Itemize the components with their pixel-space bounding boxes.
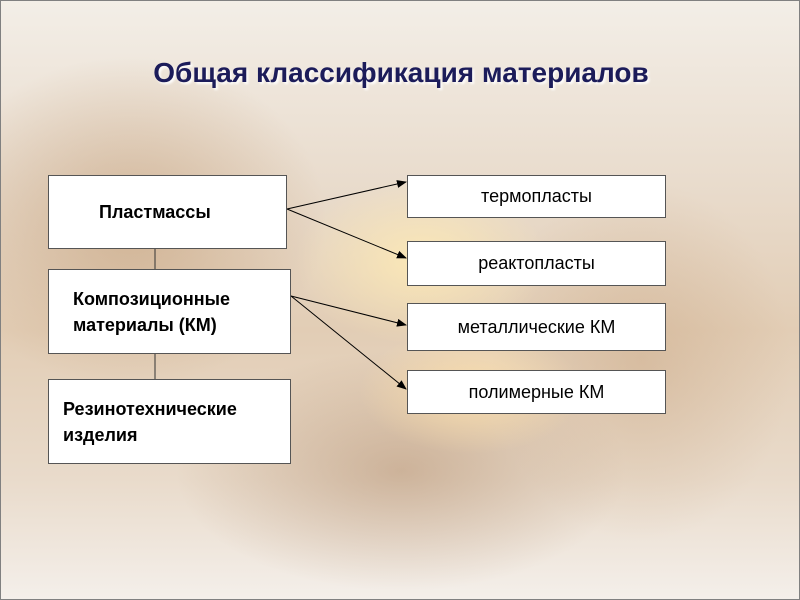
arrow-to-reactoplastics bbox=[286, 208, 407, 259]
category-label-plastics: Пластмассы bbox=[99, 202, 211, 222]
category-box-plastics: Пластмассы bbox=[48, 175, 287, 249]
subtype-box-reactoplastics: реактопласты bbox=[407, 241, 666, 286]
category-box-rubber-products: Резинотехнические изделия bbox=[48, 379, 291, 464]
category-label-rubber-products: Резинотехнические изделия bbox=[63, 398, 237, 445]
subtype-label-reactoplastics: реактопласты bbox=[478, 253, 595, 273]
arrow-to-thermoplastics bbox=[286, 180, 407, 210]
category-label-composites: Композиционные материалы (КМ) bbox=[73, 288, 230, 335]
slide-title: Общая классификация материалов bbox=[153, 57, 649, 88]
subtype-label-polymer-km: полимерные КМ bbox=[468, 381, 605, 402]
subtype-box-polymer-km: полимерные КМ bbox=[407, 370, 666, 414]
subtype-label-metallic-km: металлические КМ bbox=[457, 316, 616, 337]
subtype-box-thermoplastics: термопласты bbox=[407, 175, 666, 218]
arrow-to-metallic-km bbox=[290, 295, 407, 327]
arrow-to-polymer-km bbox=[290, 295, 407, 390]
subtype-box-metallic-km: металлические КМ bbox=[407, 303, 666, 351]
category-box-composites: Композиционные материалы (КМ) bbox=[48, 269, 291, 354]
subtype-label-thermoplastics: термопласты bbox=[481, 186, 592, 206]
